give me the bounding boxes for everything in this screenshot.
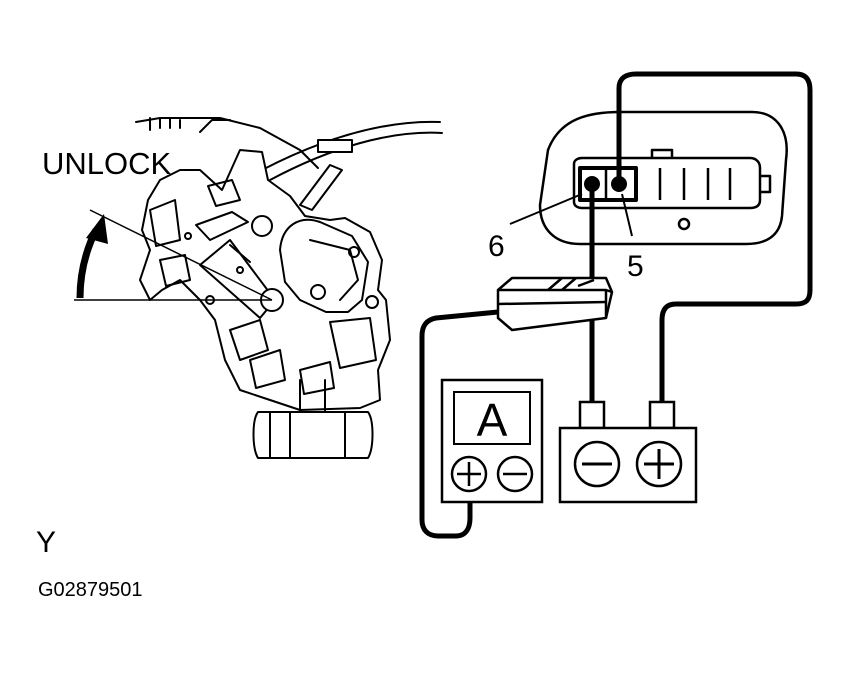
battery-icon [558,400,698,504]
reference-line-angled [89,209,273,301]
ammeter-letter: A [477,394,508,446]
door-lock-actuator-icon [135,117,443,459]
battery-negative-post [578,400,606,430]
connector-icon [538,110,788,246]
plus-icon [457,462,481,486]
pin-6-label: 6 [488,230,505,263]
unlock-rotation-indicator [74,209,273,301]
unlock-label: UNLOCK [42,146,172,181]
pin-6-leader [509,193,583,225]
wire-fuse-to-ammeter-positive [419,309,501,539]
pin-5-leader [621,193,633,237]
pin-5-label: 5 [627,250,644,283]
wire-pin5-to-battery-positive [616,71,813,407]
figure-code: G02879501 [38,579,143,601]
ammeter-icon: A [440,378,544,504]
pin-6-dot [584,176,600,192]
curved-arrow-icon [76,214,108,299]
plus-icon [644,449,674,479]
battery-positive-post [648,400,676,430]
pin-5-dot [611,176,627,192]
view-label: Y [36,526,56,559]
fuse-icon [496,276,614,332]
ammeter-display [453,391,531,445]
